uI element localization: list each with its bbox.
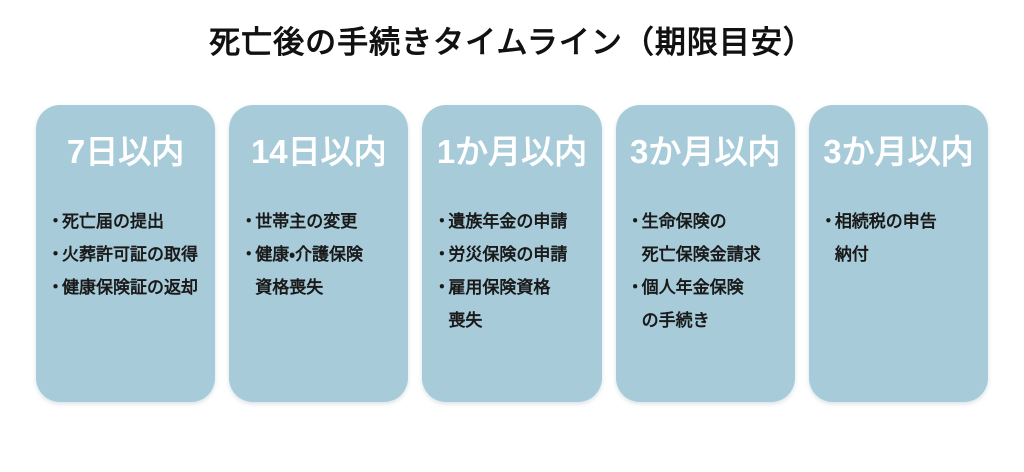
task-line: 世帯主の変更 xyxy=(255,212,358,231)
task-item: ・ 生命保険の 死亡保険金請求 xyxy=(627,205,789,271)
bullet-marker: ・ xyxy=(47,245,64,264)
bullet-marker: ・ xyxy=(240,245,258,264)
bullet-marker: ・ xyxy=(819,212,837,231)
task-item: ・ 個人年金保険 の手続き xyxy=(627,271,789,337)
bullet-marker: ・ xyxy=(47,278,64,297)
task-item: ・ 世帯主の変更 xyxy=(240,205,402,238)
task-line: 資格喪失 xyxy=(255,278,324,297)
task-line: 健康保険証の返却 xyxy=(62,278,198,297)
timeline-card-14days: 14日以内 ・ 世帯主の変更 ・ 健康・介護保険 資格喪失 xyxy=(229,105,409,402)
deadline-heading: 3か月以内 xyxy=(823,133,974,170)
task-item: ・ 死亡届の提出 xyxy=(47,205,209,238)
timeline-card-3months-tax: 3か月以内 ・ 相続税の申告 納付 xyxy=(808,105,989,402)
task-line: 生命保険の xyxy=(641,212,727,231)
task-list: ・ 死亡届の提出 ・ 火葬許可証の取得 ・ 健康保険証の返却 xyxy=(36,205,215,304)
task-line: 個人年金保険 xyxy=(641,278,744,297)
task-line: 相続税の申告 xyxy=(834,212,937,231)
bullet-marker: ・ xyxy=(433,278,451,297)
timeline-card-3months-insurance: 3か月以内 ・ 生命保険の 死亡保険金請求 ・ 個人年金保険 の手続き xyxy=(615,105,795,402)
timeline-diagram: 死亡後の手続きタイムライン（期限目安） 7日以内 ・ 死亡届の提出 ・ 火葬許可… xyxy=(0,24,1024,402)
task-line: 遺族年金の申請 xyxy=(448,212,568,231)
timeline-card-7days: 7日以内 ・ 死亡届の提出 ・ 火葬許可証の取得 ・ 健康保険証の返却 xyxy=(36,105,216,402)
task-list: ・ 生命保険の 死亡保険金請求 ・ 個人年金保険 の手続き xyxy=(616,205,795,337)
bullet-marker: ・ xyxy=(626,278,644,297)
task-item: ・ 健康保険証の返却 xyxy=(47,271,209,304)
task-line: 死亡保険金請求 xyxy=(641,245,761,264)
page-title: 死亡後の手続きタイムライン（期限目安） xyxy=(209,25,815,60)
bullet-marker: ・ xyxy=(47,212,64,231)
task-line: 雇用保険資格 xyxy=(448,278,551,297)
bullet-marker: ・ xyxy=(433,245,451,264)
task-list: ・ 相続税の申告 納付 xyxy=(809,205,988,271)
bullet-marker: ・ xyxy=(240,212,258,231)
task-item: ・ 火葬許可証の取得 xyxy=(47,238,209,271)
deadline-heading: 14日以内 xyxy=(250,133,387,170)
task-item: ・ 相続税の申告 納付 xyxy=(820,205,982,271)
bullet-marker: ・ xyxy=(626,212,644,231)
task-line: 健康・介護保険 xyxy=(255,245,363,264)
deadline-heading: 1か月以内 xyxy=(436,133,588,170)
deadline-heading: 7日以内 xyxy=(66,133,185,170)
task-item: ・ 遺族年金の申請 xyxy=(433,205,595,238)
task-item: ・ 健康・介護保険 資格喪失 xyxy=(240,238,402,304)
task-line: 納付 xyxy=(834,245,869,264)
deadline-heading: 3か月以内 xyxy=(630,133,781,170)
bullet-marker: ・ xyxy=(433,212,451,231)
task-list: ・ 遺族年金の申請 ・ 労災保険の申請 ・ 雇用保険資格 喪失 xyxy=(422,205,601,337)
timeline-card-1month: 1か月以内 ・ 遺族年金の申請 ・ 労災保険の申請 ・ 雇用保険資格 喪失 xyxy=(422,105,602,402)
task-line: 労災保険の申請 xyxy=(448,245,568,264)
task-list: ・ 世帯主の変更 ・ 健康・介護保険 資格喪失 xyxy=(229,205,408,304)
task-line: の手続き xyxy=(641,311,710,330)
task-item: ・ 雇用保険資格 喪失 xyxy=(433,271,595,337)
task-item: ・ 労災保険の申請 xyxy=(433,238,595,271)
task-line: 火葬許可証の取得 xyxy=(62,245,198,264)
task-line: 死亡届の提出 xyxy=(62,212,164,231)
task-line: 喪失 xyxy=(448,311,483,330)
timeline-cards-row: 7日以内 ・ 死亡届の提出 ・ 火葬許可証の取得 ・ 健康保険証の返却 14日以… xyxy=(0,105,1024,402)
